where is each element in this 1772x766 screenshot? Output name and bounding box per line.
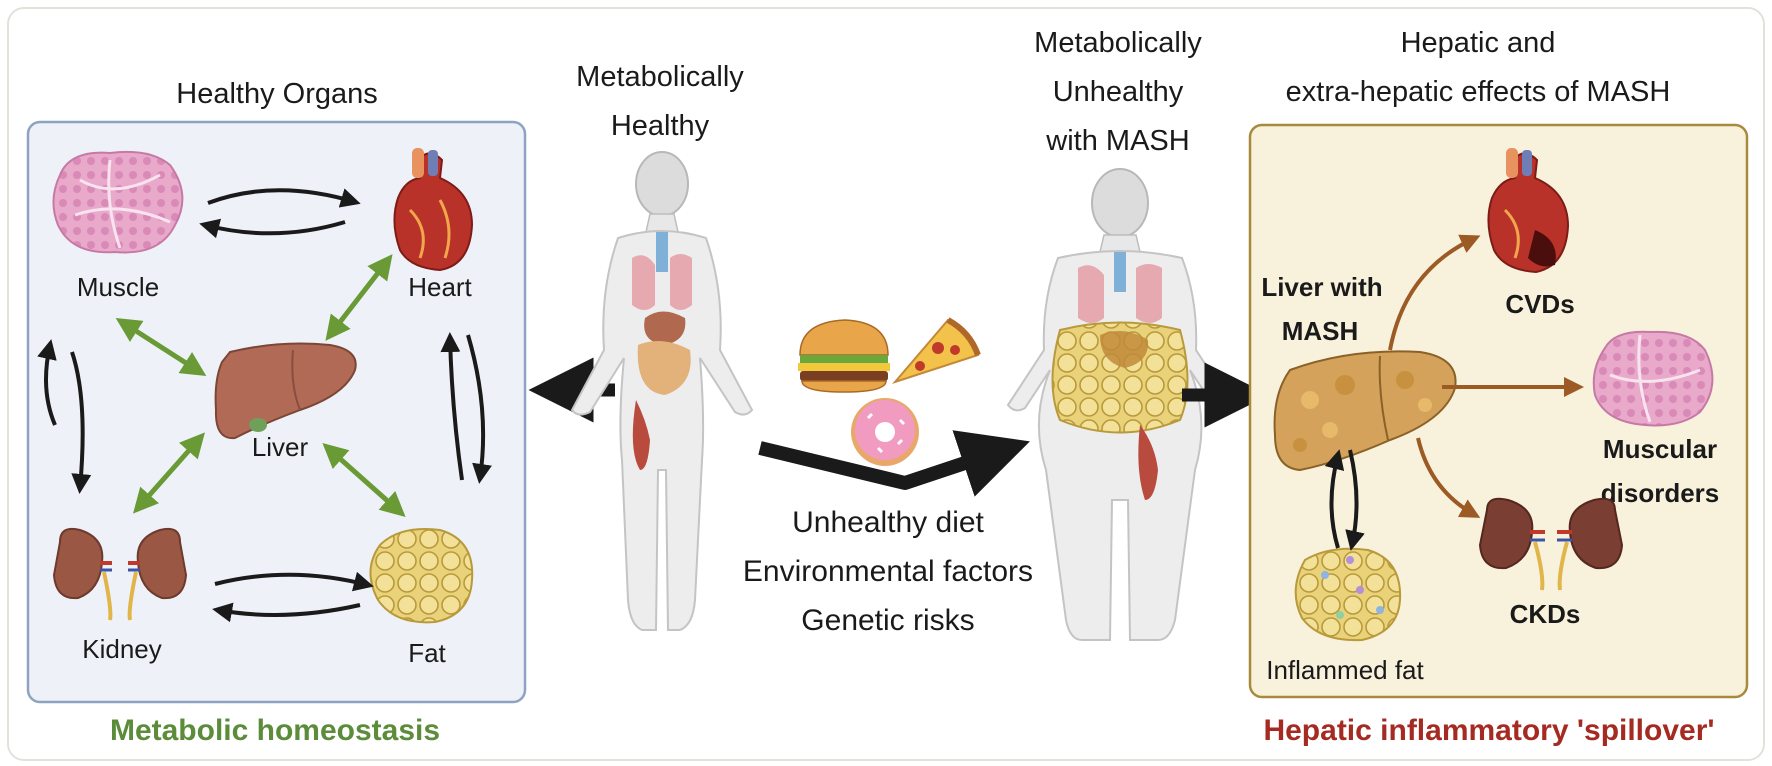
cvds-label: CVDs (1505, 289, 1574, 319)
left-panel-title: Healthy Organs (176, 78, 378, 110)
muscle-label: Muscle (77, 272, 159, 302)
healthy-person-label-line2: Healthy (611, 110, 710, 142)
organ-crosstalk-arrows (37, 188, 492, 623)
risk-factor-2: Environmental factors (743, 555, 1033, 588)
risk-factor-1: Unhealthy diet (792, 506, 984, 539)
mash-liver-label-line1: Liver with (1261, 272, 1382, 302)
diseased-muscle-icon (1592, 330, 1714, 427)
burger-icon (798, 319, 890, 393)
risk-factor-3: Genetic risks (801, 604, 974, 637)
unhealthy-person-label-line3: with MASH (1045, 125, 1189, 157)
inflamed-fat-label: Inflammed fat (1266, 655, 1424, 685)
muscle-icon (52, 150, 184, 254)
muscular-label-line2: disorders (1601, 478, 1720, 508)
donut-icon (851, 398, 919, 466)
progression-arrow (758, 430, 1030, 497)
healthy-person-figure (570, 151, 754, 631)
pizza-icon (891, 317, 981, 385)
heart-label: Heart (408, 272, 472, 302)
unhealthy-person-label-line1: Metabolically (1034, 27, 1202, 59)
heart-icon (393, 148, 474, 272)
kidney-label: Kidney (82, 634, 162, 664)
unhealthy-person-figure (1006, 168, 1234, 641)
mash-liver-label-line2: MASH (1282, 316, 1359, 346)
right-panel-title-line2: extra-hepatic effects of MASH (1286, 76, 1671, 108)
fat-label: Fat (408, 638, 446, 668)
kidney-icon (52, 527, 188, 621)
liver-icon (214, 342, 357, 440)
mash-liver-icon (1273, 350, 1457, 472)
unhealthy-person-label-line2: Unhealthy (1053, 76, 1184, 108)
muscular-label-line1: Muscular (1603, 434, 1717, 464)
diseased-kidney-icon (1478, 497, 1624, 591)
inflamed-fat-icon (1294, 547, 1402, 642)
right-panel-title-line1: Hepatic and (1401, 27, 1556, 59)
liver-label: Liver (252, 432, 309, 462)
right-panel-caption: Hepatic inflammatory 'spillover' (1263, 714, 1714, 747)
ckds-label: CKDs (1510, 599, 1581, 629)
healthy-person-label-line1: Metabolically (576, 61, 744, 93)
diseased-heart-icon (1487, 148, 1570, 274)
fat-icon (369, 528, 474, 624)
left-panel-caption: Metabolic homeostasis (110, 714, 440, 747)
mash-effect-arrows (1324, 234, 1584, 551)
